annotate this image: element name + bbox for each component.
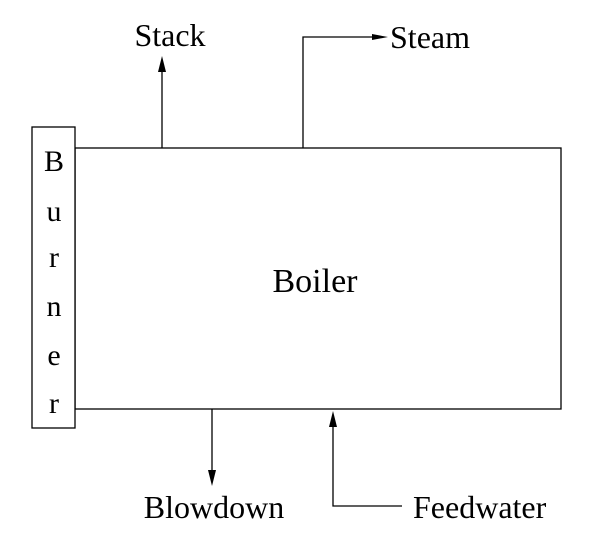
burner-letter: e	[47, 339, 60, 372]
burner-label: B u r n e r	[44, 145, 64, 420]
boiler-box	[74, 147, 562, 410]
burner-letter: B	[44, 145, 64, 178]
boiler-label: Boiler	[273, 263, 359, 300]
steam-label: Steam	[390, 19, 470, 55]
burner-letter: r	[49, 387, 59, 420]
stack-arrow	[158, 56, 166, 148]
feedwater-arrow	[329, 411, 402, 507]
stack-label: Stack	[134, 17, 205, 53]
burner-letter: r	[49, 241, 59, 274]
feedwater-label: Feedwater	[413, 489, 547, 525]
blowdown-arrow	[208, 409, 216, 486]
steam-arrow	[302, 34, 388, 148]
burner-box	[31, 126, 76, 429]
blowdown-label: Blowdown	[144, 489, 284, 525]
burner-letter: n	[47, 290, 62, 323]
burner-letter: u	[47, 195, 62, 228]
